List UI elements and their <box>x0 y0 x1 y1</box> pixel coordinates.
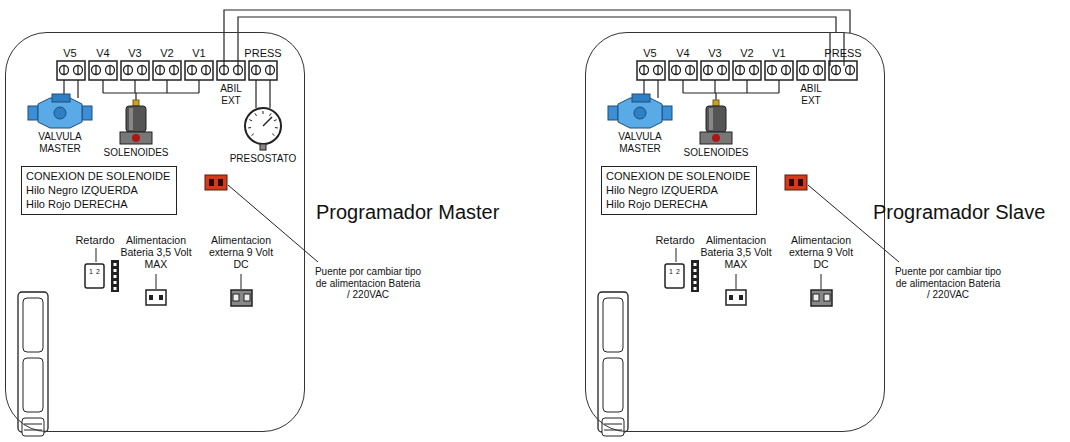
controller-title: Programador Slave <box>873 201 1045 224</box>
info-line: Hilo Rojo DERECHA <box>606 197 750 211</box>
jumper <box>785 175 807 190</box>
battery-holder <box>18 292 48 436</box>
terminal-label: ABIL EXT <box>214 83 248 106</box>
info-line: Hilo Negro IZQUERDA <box>606 183 750 197</box>
terminal-label: V4 <box>96 47 109 60</box>
terminal-label: V2 <box>160 47 173 60</box>
part-label: Alimentacion externa 9 Volt DC <box>785 234 857 270</box>
terminal-label: V4 <box>676 47 689 60</box>
part-label: Retardo <box>655 234 694 247</box>
terminal-label: V1 <box>772 47 785 60</box>
part-label: 2 <box>676 268 680 276</box>
info-line: CONEXION DE SOLENOIDE <box>26 169 170 183</box>
part-label: SOLENOIDES <box>676 147 756 159</box>
part-label: 2 <box>96 268 100 276</box>
info-line: Hilo Negro IZQUERDA <box>26 183 170 197</box>
controller-title: Programador Master <box>316 201 499 224</box>
terminal-label: PRESS <box>244 47 281 60</box>
part-label: Retardo <box>75 234 114 247</box>
part-label: VALVULA MASTER <box>605 131 675 154</box>
solenoid <box>120 100 152 144</box>
info-line: Hilo Rojo DERECHA <box>26 197 170 211</box>
controller-board <box>598 33 899 436</box>
terminal-label: V3 <box>708 47 721 60</box>
part-label: PRESOSTATO <box>223 153 303 165</box>
terminal-label: ABIL EXT <box>794 83 828 106</box>
master-valve <box>608 94 672 128</box>
controller-housing: Programador MasterCONEXION DE SOLENOIDEH… <box>5 32 305 432</box>
battery-holder <box>598 292 628 436</box>
part-label: Puente por cambiar tipo de alimentacion … <box>894 266 1002 301</box>
info-box: CONEXION DE SOLENOIDEHilo Negro IZQUERDA… <box>601 166 757 215</box>
terminal-label: V1 <box>192 47 205 60</box>
part-label: 1 <box>89 268 93 276</box>
controller-housing: Programador SlaveCONEXION DE SOLENOIDEHi… <box>585 32 885 432</box>
terminal-label: V5 <box>63 47 76 60</box>
terminal-label: PRESS <box>824 47 861 60</box>
pressure-gauge <box>245 108 281 150</box>
terminal-label: V5 <box>643 47 656 60</box>
part-label: Alimentacion Bateria 3,5 Volt MAX <box>118 234 194 270</box>
info-box: CONEXION DE SOLENOIDEHilo Negro IZQUERDA… <box>21 166 177 215</box>
part-label: Puente por cambiar tipo de alimentacion … <box>314 266 422 301</box>
solenoid <box>700 100 732 144</box>
bridge-wire <box>224 10 850 33</box>
jumper <box>205 175 227 190</box>
part-label: SOLENOIDES <box>96 147 176 159</box>
terminal-label: V3 <box>128 47 141 60</box>
bridge-wire <box>238 17 836 33</box>
part-label: Alimentacion Bateria 3,5 Volt MAX <box>698 234 774 270</box>
part-label: VALVULA MASTER <box>25 131 95 154</box>
master-valve <box>28 94 92 128</box>
terminal-label: V2 <box>740 47 753 60</box>
part-label: Alimentacion externa 9 Volt DC <box>205 234 277 270</box>
info-line: CONEXION DE SOLENOIDE <box>606 169 750 183</box>
controller-board <box>18 33 318 436</box>
part-label: 1 <box>669 268 673 276</box>
